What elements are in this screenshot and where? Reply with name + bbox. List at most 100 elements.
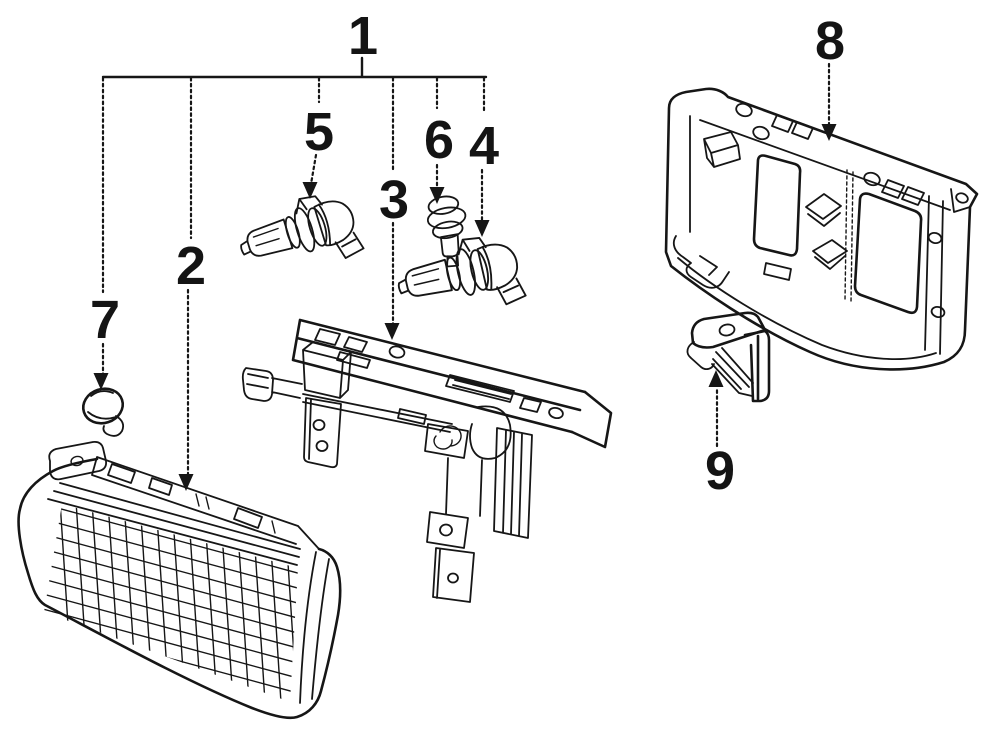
arrow-to-part-6 bbox=[429, 187, 445, 204]
bracket-rail-edges bbox=[291, 318, 587, 434]
bracket-rail-right-cap bbox=[570, 390, 613, 449]
clip-top-face bbox=[690, 311, 767, 349]
lamp-top-rail bbox=[91, 456, 320, 550]
bulb-connector-tab bbox=[496, 277, 527, 306]
callout-5-line bbox=[309, 76, 321, 186]
lower-bracket-hole bbox=[439, 523, 453, 537]
panel-rail-slash bbox=[771, 114, 814, 140]
arrow-to-part-8 bbox=[821, 124, 837, 141]
lamp-outline bbox=[17, 457, 342, 720]
socket-thread-ring bbox=[426, 206, 467, 230]
panel-rail-slash bbox=[881, 179, 925, 206]
lamp-reflector-lines bbox=[47, 482, 301, 566]
bracket-left-block bbox=[302, 341, 352, 399]
bulb-flange-ring bbox=[469, 249, 490, 291]
bulb-base bbox=[476, 243, 519, 291]
arrow-to-part-9 bbox=[708, 370, 724, 387]
lamp-rail-ticks bbox=[195, 493, 276, 534]
ribbed-plate bbox=[493, 427, 533, 539]
lamp-right-wrap-lines bbox=[299, 551, 330, 704]
callout-leader-lines bbox=[93, 56, 837, 491]
panel-bottom-fold-tabs bbox=[672, 235, 730, 289]
callout-label-5[interactable]: 5 bbox=[304, 102, 335, 162]
bulb-base bbox=[313, 200, 355, 247]
callout-1-stem bbox=[101, 56, 488, 79]
bulb-top-tab bbox=[295, 195, 323, 215]
panel-left-tab bbox=[703, 131, 741, 168]
panel-corner-hole bbox=[955, 192, 969, 204]
callout-4-line bbox=[480, 76, 486, 223]
callout-label-9[interactable]: 9 bbox=[705, 441, 736, 501]
callout-2-line bbox=[186, 76, 193, 478]
bracket-left-plate bbox=[303, 397, 342, 469]
clip-side-plate bbox=[743, 329, 771, 403]
part-5-bulb[interactable] bbox=[232, 185, 365, 286]
clip-gusset-lines bbox=[711, 347, 754, 397]
panel-rail-hole bbox=[752, 125, 770, 141]
panel-top-rail-inner-edge bbox=[699, 119, 951, 211]
part-9-clip-bracket[interactable] bbox=[686, 311, 771, 403]
callout-label-1[interactable]: 1 bbox=[348, 6, 379, 66]
adjusting-screw-plate bbox=[424, 423, 469, 459]
part-3-mounting-bracket[interactable] bbox=[241, 318, 613, 603]
plate-hole bbox=[315, 440, 329, 452]
arrow-to-part-3 bbox=[384, 323, 400, 340]
lamp-bracket-slot bbox=[70, 455, 84, 467]
bulb-tube-shading bbox=[252, 227, 280, 247]
rail-long-slot bbox=[445, 374, 515, 403]
grommet-inner-edge bbox=[87, 390, 117, 420]
adjuster-column bbox=[445, 457, 483, 517]
lamp-rail-tab bbox=[233, 507, 263, 529]
lamp-rail-tab bbox=[148, 477, 173, 496]
rail-slot bbox=[314, 328, 341, 346]
panel-cutout-bridge bbox=[763, 262, 792, 281]
tie-rod bbox=[302, 393, 453, 433]
part-7-retainer-grommet[interactable] bbox=[79, 384, 128, 437]
arrow-to-part-4 bbox=[474, 220, 490, 237]
panel-cutout-left bbox=[752, 154, 802, 257]
bulb-flange-ring bbox=[445, 256, 462, 292]
bulb-connector-tab bbox=[334, 231, 365, 259]
callout-label-3[interactable]: 3 bbox=[379, 170, 410, 230]
callout-label-8[interactable]: 8 bbox=[815, 11, 846, 71]
grommet-body bbox=[81, 387, 125, 425]
panel-center-fold-lines bbox=[844, 169, 854, 303]
lens-grid-vertical-lines bbox=[57, 504, 298, 702]
panel-bottom-crease bbox=[677, 257, 937, 360]
pivot-boss bbox=[469, 405, 512, 460]
plate-hole bbox=[312, 419, 326, 431]
panel-center-tab bbox=[805, 193, 842, 227]
panel-center-tab bbox=[812, 239, 848, 270]
panel-rail-hole bbox=[863, 171, 881, 187]
clip-front-lip bbox=[686, 341, 715, 371]
callout-numbers: 1 2 3 4 5 6 7 8 9 bbox=[90, 6, 846, 501]
callout-label-6[interactable]: 6 bbox=[424, 110, 455, 170]
rail-hole bbox=[548, 406, 564, 420]
panel-flange-hole bbox=[927, 231, 943, 245]
bulb-top-tab bbox=[457, 237, 487, 256]
callout-label-2[interactable]: 2 bbox=[176, 236, 206, 296]
lamp-left-bracket bbox=[48, 440, 108, 481]
panel-cutout-right bbox=[853, 192, 923, 315]
rail-front-slot bbox=[336, 351, 371, 369]
bulb-glass-tube bbox=[397, 258, 453, 297]
part-8-mounting-panel[interactable] bbox=[664, 87, 979, 371]
lens-grid-pattern bbox=[44, 504, 298, 702]
part-2-foglamp-assembly[interactable] bbox=[17, 440, 342, 725]
bulb-tube-shading bbox=[411, 268, 440, 286]
bulb-flange-ring bbox=[284, 216, 301, 249]
arrow-to-part-7 bbox=[93, 373, 109, 390]
adjuster-bolt bbox=[241, 367, 303, 402]
callout-label-4[interactable]: 4 bbox=[469, 116, 501, 176]
lamp-rail-tab bbox=[107, 463, 136, 484]
rail-slot bbox=[343, 336, 368, 353]
socket-thread-ring bbox=[427, 195, 460, 215]
grommet-tab bbox=[102, 415, 125, 437]
callout-label-7[interactable]: 7 bbox=[90, 290, 120, 350]
panel-flange-hole bbox=[930, 305, 946, 319]
part-4-bulb[interactable] bbox=[392, 229, 527, 327]
bracket-foot bbox=[432, 547, 475, 603]
rail-hole bbox=[388, 345, 406, 359]
arrow-to-part-2 bbox=[178, 474, 194, 491]
